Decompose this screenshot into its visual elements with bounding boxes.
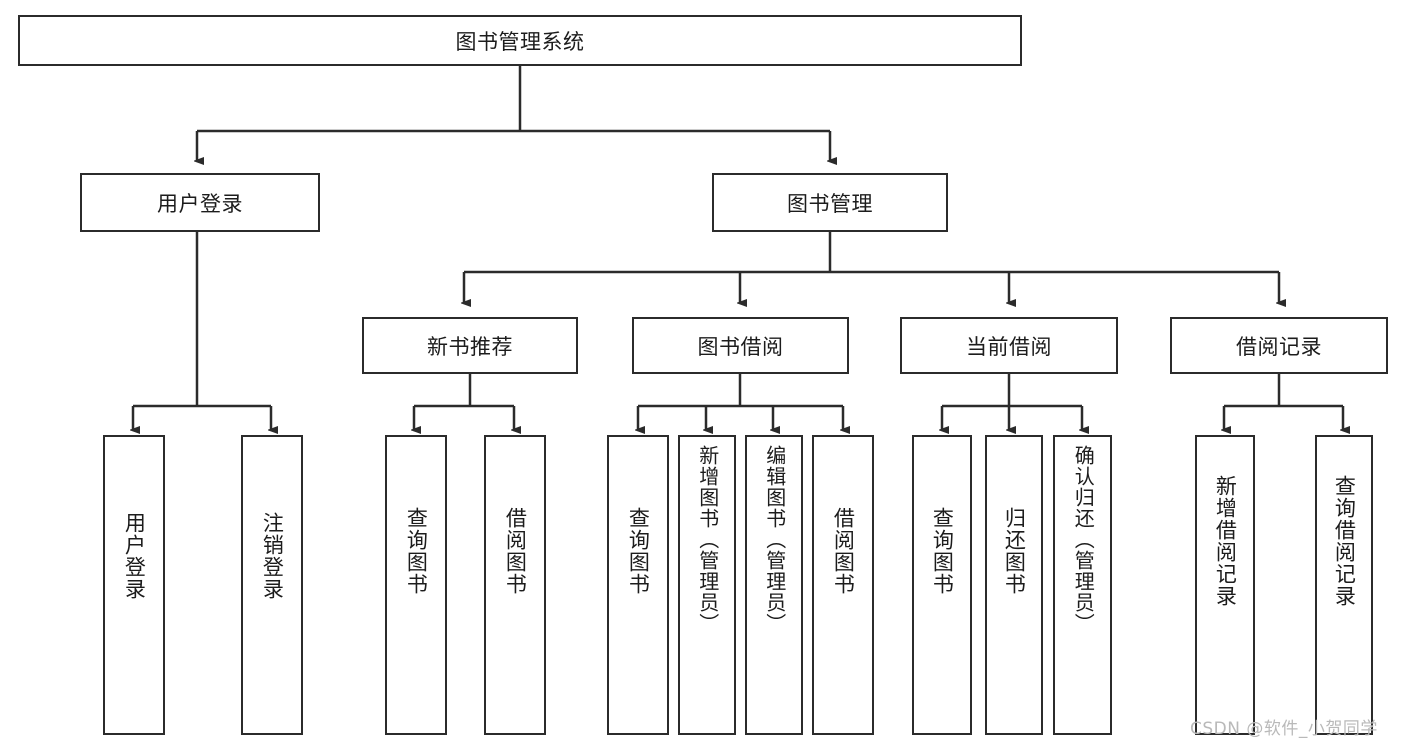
node-label: 图书管理 (787, 191, 873, 216)
leaf-label: 编辑图书（管理员） (762, 445, 787, 634)
leaf-label: 新增借阅记录 (1213, 475, 1238, 607)
leaf-label: 归还图书 (1002, 507, 1027, 595)
leaf-label: 查询借阅记录 (1332, 475, 1357, 607)
leaf-label: 借阅图书 (831, 507, 856, 595)
leaf-label: 用户登录 (122, 512, 147, 600)
leaf-edit-book-admin[interactable]: 编辑图书（管理员） (745, 435, 803, 735)
leaf-user-login[interactable]: 用户登录 (103, 435, 165, 735)
leaf-query-borrow-record[interactable]: 查询借阅记录 (1315, 435, 1373, 735)
node-book-borrow[interactable]: 图书借阅 (632, 317, 849, 374)
leaf-query-book-recommend[interactable]: 查询图书 (385, 435, 447, 735)
leaf-label: 查询图书 (626, 507, 651, 595)
node-label: 图书借阅 (697, 334, 784, 359)
leaf-query-book-current[interactable]: 查询图书 (912, 435, 972, 735)
node-label: 借阅记录 (1236, 334, 1322, 359)
leaf-add-book-admin[interactable]: 新增图书（管理员） (678, 435, 736, 735)
leaf-label: 新增图书（管理员） (695, 445, 720, 634)
node-new-book-recommend[interactable]: 新书推荐 (362, 317, 578, 374)
leaf-add-borrow-record[interactable]: 新增借阅记录 (1195, 435, 1255, 735)
node-label: 当前借阅 (966, 334, 1052, 359)
node-label: 新书推荐 (427, 334, 513, 359)
leaf-return-book[interactable]: 归还图书 (985, 435, 1043, 735)
node-label: 用户登录 (157, 191, 243, 216)
leaf-label: 注销登录 (260, 512, 285, 600)
node-current-borrow[interactable]: 当前借阅 (900, 317, 1118, 374)
leaf-logout[interactable]: 注销登录 (241, 435, 303, 735)
leaf-label: 查询图书 (404, 507, 429, 595)
leaf-borrow-book-borrow[interactable]: 借阅图书 (812, 435, 874, 735)
csdn-watermark: CSDN @软件_小贺同学 (1190, 719, 1378, 739)
leaf-confirm-return-admin[interactable]: 确认归还（管理员） (1053, 435, 1112, 735)
leaf-borrow-book-recommend[interactable]: 借阅图书 (484, 435, 546, 735)
node-borrow-record[interactable]: 借阅记录 (1170, 317, 1388, 374)
node-root-book-management-system[interactable]: 图书管理系统 (18, 15, 1022, 66)
leaf-label: 查询图书 (930, 507, 955, 595)
node-user-login[interactable]: 用户登录 (80, 173, 320, 232)
node-book-management[interactable]: 图书管理 (712, 173, 948, 232)
leaf-label: 确认归还（管理员） (1071, 445, 1096, 634)
node-label: 图书管理系统 (455, 29, 585, 54)
leaf-label: 借阅图书 (503, 507, 528, 595)
leaf-query-book-borrow[interactable]: 查询图书 (607, 435, 669, 735)
